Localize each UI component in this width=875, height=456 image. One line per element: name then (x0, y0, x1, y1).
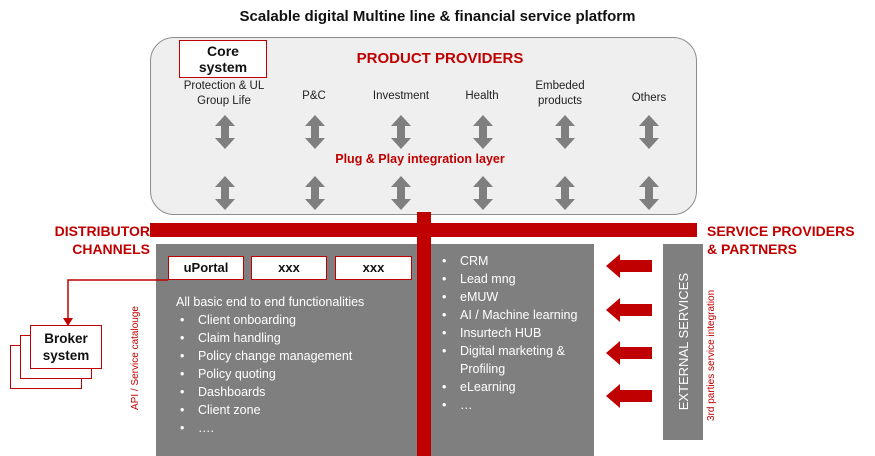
product-providers-heading: PRODUCT PROVIDERS (356, 50, 524, 67)
double-arrow-icon (639, 176, 659, 210)
double-arrow-icon (391, 176, 411, 210)
double-arrow-icon (391, 115, 411, 149)
list-item: Digital marketing & Profiling (442, 342, 592, 378)
functionalities-list: All basic end to end functionalities Cli… (176, 293, 411, 437)
category-pc: P&C (302, 90, 326, 102)
left-arrow-icon (606, 384, 652, 408)
third-parties-label: 3rd parties service integration (706, 289, 717, 421)
list-item: CRM (442, 252, 592, 270)
services-list: CRM Lead mng eMUW AI / Machine learning … (442, 252, 592, 414)
double-arrow-icon (305, 176, 325, 210)
list-item: Client zone (176, 401, 411, 419)
diagram-title: Scalable digital Multine line & financia… (239, 8, 636, 25)
list-item: …. (176, 419, 411, 437)
list-item: eMUW (442, 288, 592, 306)
list-item: Client onboarding (176, 311, 411, 329)
left-arrow-icon (606, 341, 652, 365)
category-investment: Investment (372, 90, 430, 102)
double-arrow-icon (305, 115, 325, 149)
elbow-arrow-icon (63, 279, 168, 326)
core-system-box: Core system (179, 40, 267, 78)
list-item: AI / Machine learning (442, 306, 592, 324)
tab-xxx-2: xxx (335, 256, 412, 280)
list-item: Policy quoting (176, 365, 411, 383)
list-item: Lead mng (442, 270, 592, 288)
service-providers-label: SERVICE PROVIDERS & PARTNERS (707, 223, 855, 257)
category-health: Health (465, 90, 499, 102)
vertical-bus-bar (417, 212, 431, 456)
double-arrow-icon (555, 115, 575, 149)
double-arrow-icon (555, 176, 575, 210)
integration-layer-label: Plug & Play integration layer (335, 152, 505, 166)
list-item: eLearning (442, 378, 592, 396)
integration-arrows (606, 254, 652, 408)
tab-uportal: uPortal (168, 256, 244, 280)
left-arrow-icon (606, 298, 652, 322)
list-item: Policy change management (176, 347, 411, 365)
broker-system-box: Broker system (30, 325, 102, 369)
list-item: … (442, 396, 592, 414)
tab-xxx-1: xxx (251, 256, 327, 280)
functionalities-heading: All basic end to end functionalities (176, 295, 365, 309)
category-embedded: Embeded products (535, 80, 585, 107)
double-arrow-icon (215, 115, 235, 149)
double-arrow-icon (473, 115, 493, 149)
left-arrow-icon (606, 254, 652, 278)
double-arrow-icon (639, 115, 659, 149)
list-item: Insurtech HUB (442, 324, 592, 342)
category-protection: Protection & UL Group Life (183, 80, 265, 107)
list-item: Dashboards (176, 383, 411, 401)
distributor-channels-label: DISTRIBUTOR CHANNELS (54, 223, 150, 257)
list-item: Claim handling (176, 329, 411, 347)
external-services-label: EXTERNAL SERVICES (675, 273, 691, 411)
double-arrow-icon (215, 176, 235, 210)
category-others: Others (631, 92, 667, 104)
double-arrow-icon (473, 176, 493, 210)
external-services-box: EXTERNAL SERVICES (663, 244, 703, 440)
